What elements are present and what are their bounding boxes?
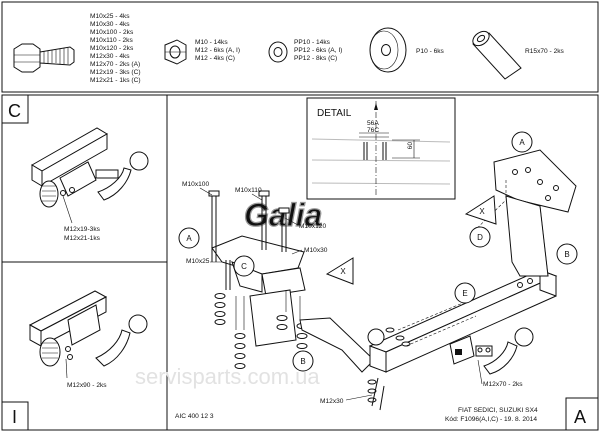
bolt-spec: M12x19 - 3ks (C) [90, 69, 141, 76]
nut-icon [164, 39, 187, 65]
watermark: servisparts.com.ua [135, 364, 320, 389]
variant-i-hitch-illustration [28, 290, 148, 379]
callout-x-left: X [340, 267, 346, 276]
frame-parts-list [1, 1, 599, 93]
bolt-spec: M12x30 - 4ks [90, 53, 130, 60]
variant-a-label-box [565, 397, 599, 431]
variant-a-label: A [574, 407, 586, 427]
callout-m10x120: M10x120 [299, 223, 326, 230]
variant-c-bolt-spec: M12x19-3ks [64, 226, 101, 233]
frame-variant-i [1, 261, 168, 431]
nut-spec: M12 - 4ks (C) [195, 55, 235, 62]
detail-dim-56a: 56A [367, 120, 379, 127]
washer-icon [268, 41, 288, 63]
washer-spec: PP12 - 8ks (C) [294, 55, 337, 62]
variant-i-label: I [12, 407, 17, 427]
callout-x-right: X [479, 207, 485, 216]
nut-spec: M12 - 6ks (A, I) [195, 47, 240, 54]
bolt-spec: M12x21 - 1ks (C) [90, 77, 141, 84]
callout-m12x30: M12x30 [320, 398, 344, 405]
drawing-number: AIC 400 12 3 [175, 413, 214, 420]
vehicle-name: FIAT SEDICI, SUZUKI SX4 [458, 407, 538, 414]
variant-i-label-box [1, 401, 29, 431]
bolt-spec: M12x70 - 2ks (A) [90, 61, 140, 68]
callout-b-left: B [300, 357, 305, 366]
large-washer-icon [369, 27, 407, 73]
callout-m10x30: M10x30 [304, 247, 328, 254]
bolt-spec: M10x30 - 4ks [90, 21, 130, 28]
bolt-spec: M10x100 - 2ks [90, 29, 134, 36]
frame-main-assembly [166, 94, 599, 431]
variant-c-label: C [8, 101, 21, 121]
variant-c-bolt-spec: M12x21-1ks [64, 235, 101, 242]
callout-a-right: A [519, 138, 525, 147]
assembly-illustration [178, 131, 578, 411]
detail-box: DETAIL 56A 76C 60 [306, 97, 456, 200]
detail-title: DETAIL [317, 108, 352, 119]
detail-dim-76c: 76C [367, 127, 379, 134]
bolt-spec: M10x25 - 4ks [90, 13, 130, 20]
callout-d: D [477, 233, 483, 242]
callout-a-left: A [186, 234, 192, 243]
nut-spec: M10 - 14ks [195, 39, 228, 46]
spacer-spec: R15x70 - 2ks [525, 48, 565, 55]
callout-c: C [241, 262, 247, 271]
callout-m12x70: M12x70 - 2ks [483, 381, 523, 388]
bolt-spec: M10x120 - 2ks [90, 45, 134, 52]
bolt-icon [13, 43, 75, 73]
callout-m10x100: M10x100 [182, 181, 209, 188]
bolt-spec: M10x110 - 2ks [90, 37, 133, 44]
callout-m10x110: M10x110 [235, 187, 262, 194]
callout-m10x25: M10x25 [186, 258, 210, 265]
galia-logo: Galia [244, 197, 322, 233]
variant-c-label-box [1, 94, 29, 124]
drawing-code: Kód: F1096(A,I,C) - 19. 8. 2014 [445, 416, 537, 423]
spacer-tube-icon [472, 30, 522, 80]
callout-b-right: B [564, 250, 569, 259]
washer-spec: PP10 - 14ks [294, 39, 331, 46]
detail-dim-60: 60 [407, 142, 414, 150]
washer-spec: PP12 - 6ks (A, I) [294, 47, 342, 54]
callout-e: E [462, 289, 467, 298]
variant-c-hitch-illustration [31, 127, 149, 224]
variant-i-bolt-spec: M12x90 - 2ks [67, 382, 107, 389]
large-washer-spec: P10 - 6ks [416, 48, 445, 55]
